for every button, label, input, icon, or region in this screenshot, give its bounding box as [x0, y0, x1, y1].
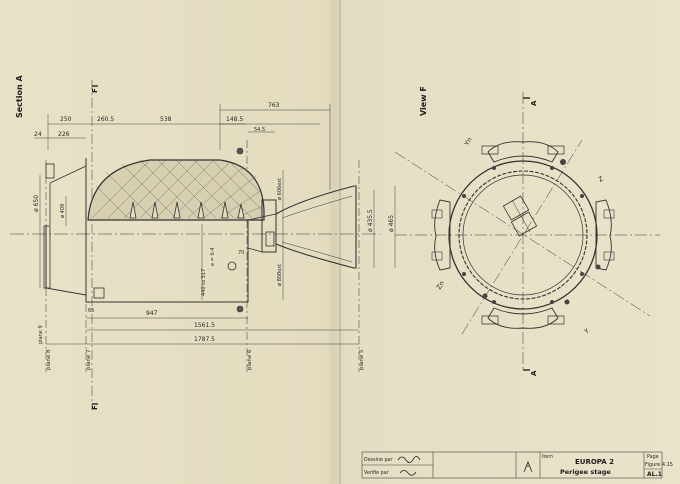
axis-yn: Yn — [462, 136, 473, 148]
axis-z: Z — [597, 174, 605, 183]
nozzle — [275, 185, 357, 269]
dim-250: 250 — [60, 116, 72, 123]
dim-1561-5: 1561.5 — [194, 322, 215, 329]
axis-zn: Zn — [435, 280, 446, 291]
label-plane-9: plane 9 — [38, 325, 44, 344]
project-name: EUROPA 2 — [575, 458, 614, 466]
title-block — [361, 451, 663, 479]
outer-ring — [448, 160, 598, 310]
marker-f-bottom: F — [91, 405, 99, 410]
plane-7-label: plane 7 — [86, 349, 92, 370]
dim-260-5: 260.5 — [97, 116, 114, 123]
logo-icon — [523, 460, 533, 473]
view-f-title: View F — [419, 86, 428, 116]
dim-dia-606ext: ø 606ext — [277, 178, 283, 200]
section-a-title: Section A — [15, 75, 24, 118]
checked-by-label: Verifie par — [364, 470, 389, 476]
view-f — [394, 92, 660, 372]
dim-dia-465: ø 465 — [388, 215, 395, 232]
marker-a-top: A — [530, 100, 538, 106]
section-a-view — [10, 80, 380, 410]
view-f-markers: A A — [523, 97, 538, 376]
dim-70: 70 — [238, 250, 244, 256]
dim-538: 538 — [160, 116, 172, 123]
axis-y: Y — [582, 327, 590, 336]
dim-65: 65 — [88, 308, 94, 314]
dim-range: 440 to 517 — [201, 269, 207, 296]
dim-dia-409: ø 409 — [60, 204, 66, 218]
dim-24: 24 — [34, 131, 42, 138]
dim-dia-435-5: ø 435.5 — [367, 209, 374, 232]
page-label: Page — [647, 454, 659, 460]
dim-148-5: 148.5 — [226, 116, 243, 123]
plane-labels: plane 8 plane 7 plane 6 plane 5 — [46, 349, 365, 370]
plane-5-label: plane 5 — [359, 349, 365, 370]
figure-number: Figure 4.15 — [645, 462, 673, 468]
dim-763: 763 — [268, 102, 280, 109]
marker-f-top: F — [91, 88, 99, 93]
dim-1787-5: 1787.5 — [194, 336, 215, 343]
sheet-number: AL.1 — [647, 471, 662, 478]
item-label: Item — [542, 454, 553, 460]
section-f-markers: F F — [91, 85, 99, 410]
dim-54-5: 54.5 — [254, 127, 265, 133]
dimension-lines — [34, 104, 396, 345]
dim-947: 947 — [146, 310, 158, 317]
marker-a-bottom: A — [530, 370, 538, 376]
dim-226: 226 — [58, 131, 70, 138]
plane-6-label: plane 6 — [247, 349, 253, 370]
dim-dia-650: ø 650 — [33, 195, 40, 212]
plane-8-label: plane 8 — [46, 349, 52, 370]
signature-checked — [399, 470, 417, 476]
dim-e: e = 0.4 — [210, 248, 216, 266]
dim-dia-808ext: ø 808ext — [277, 264, 283, 286]
signature-drawn — [397, 456, 421, 463]
drawn-by-label: Dessine par — [364, 457, 392, 463]
project-subtitle: Perigee stage — [560, 468, 611, 476]
inner-ring — [458, 170, 588, 300]
